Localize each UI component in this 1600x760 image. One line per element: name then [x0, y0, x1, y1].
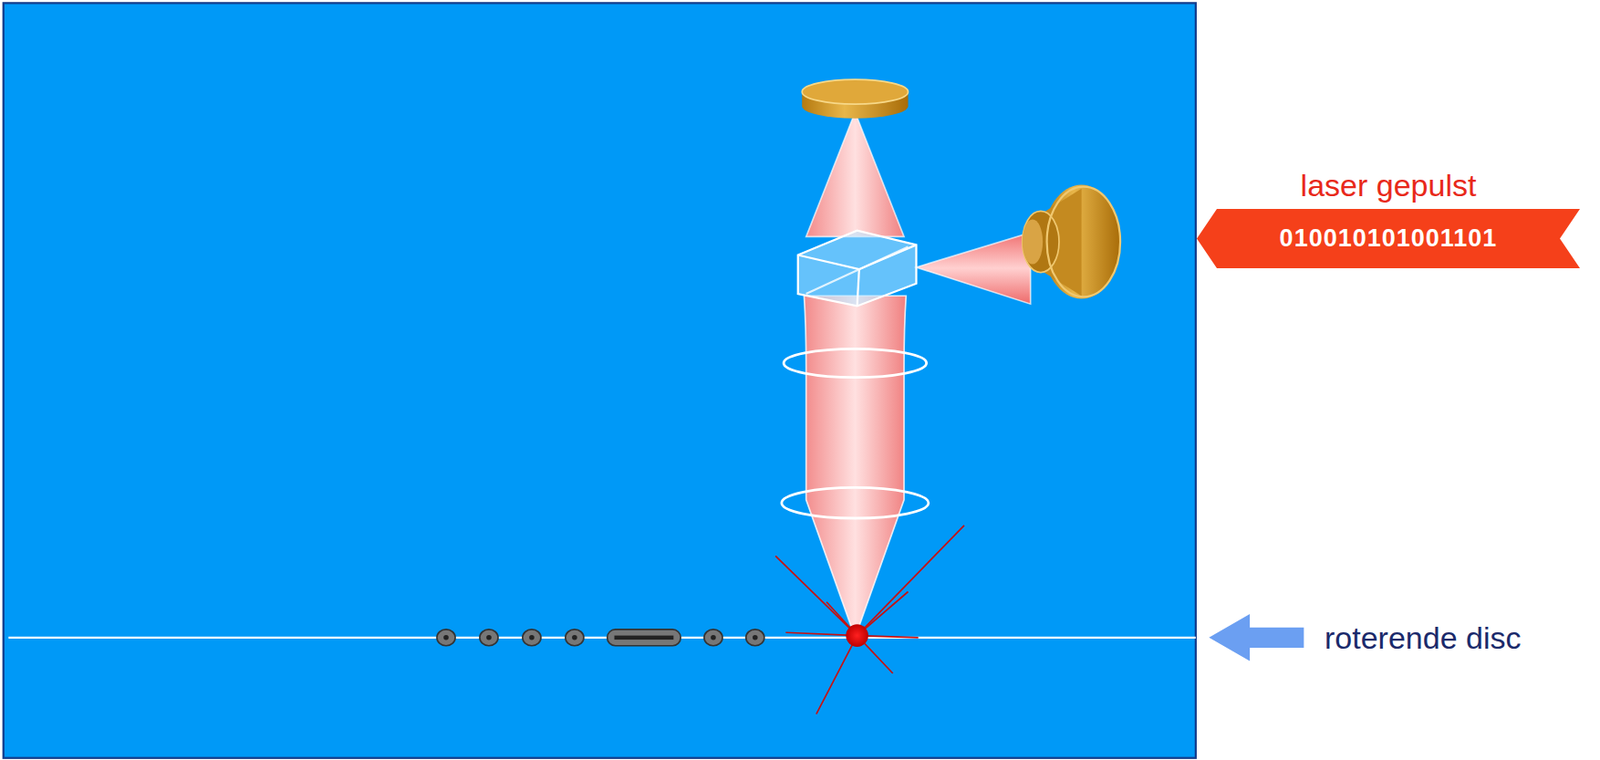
pits — [436, 629, 765, 646]
laser-source — [1022, 184, 1121, 299]
pit-centers — [443, 634, 758, 641]
beam-splitter-cube — [798, 230, 917, 307]
laser-beam — [803, 112, 1030, 638]
laser-banner: laser gepulst010010101001101 — [1196, 208, 1580, 269]
binary-signal: 010010101001101 — [1279, 224, 1498, 253]
disc-track — [8, 636, 1195, 639]
pointer-arrow — [1208, 613, 1304, 661]
background-panel — [3, 2, 1196, 758]
focus-spark — [775, 525, 965, 715]
banner-heading: laser gepulst — [1300, 167, 1477, 204]
lenses — [781, 348, 929, 519]
banner-fill — [1196, 208, 1580, 269]
detector-disc — [801, 79, 908, 118]
disc-label: roterende disc — [1324, 620, 1521, 656]
